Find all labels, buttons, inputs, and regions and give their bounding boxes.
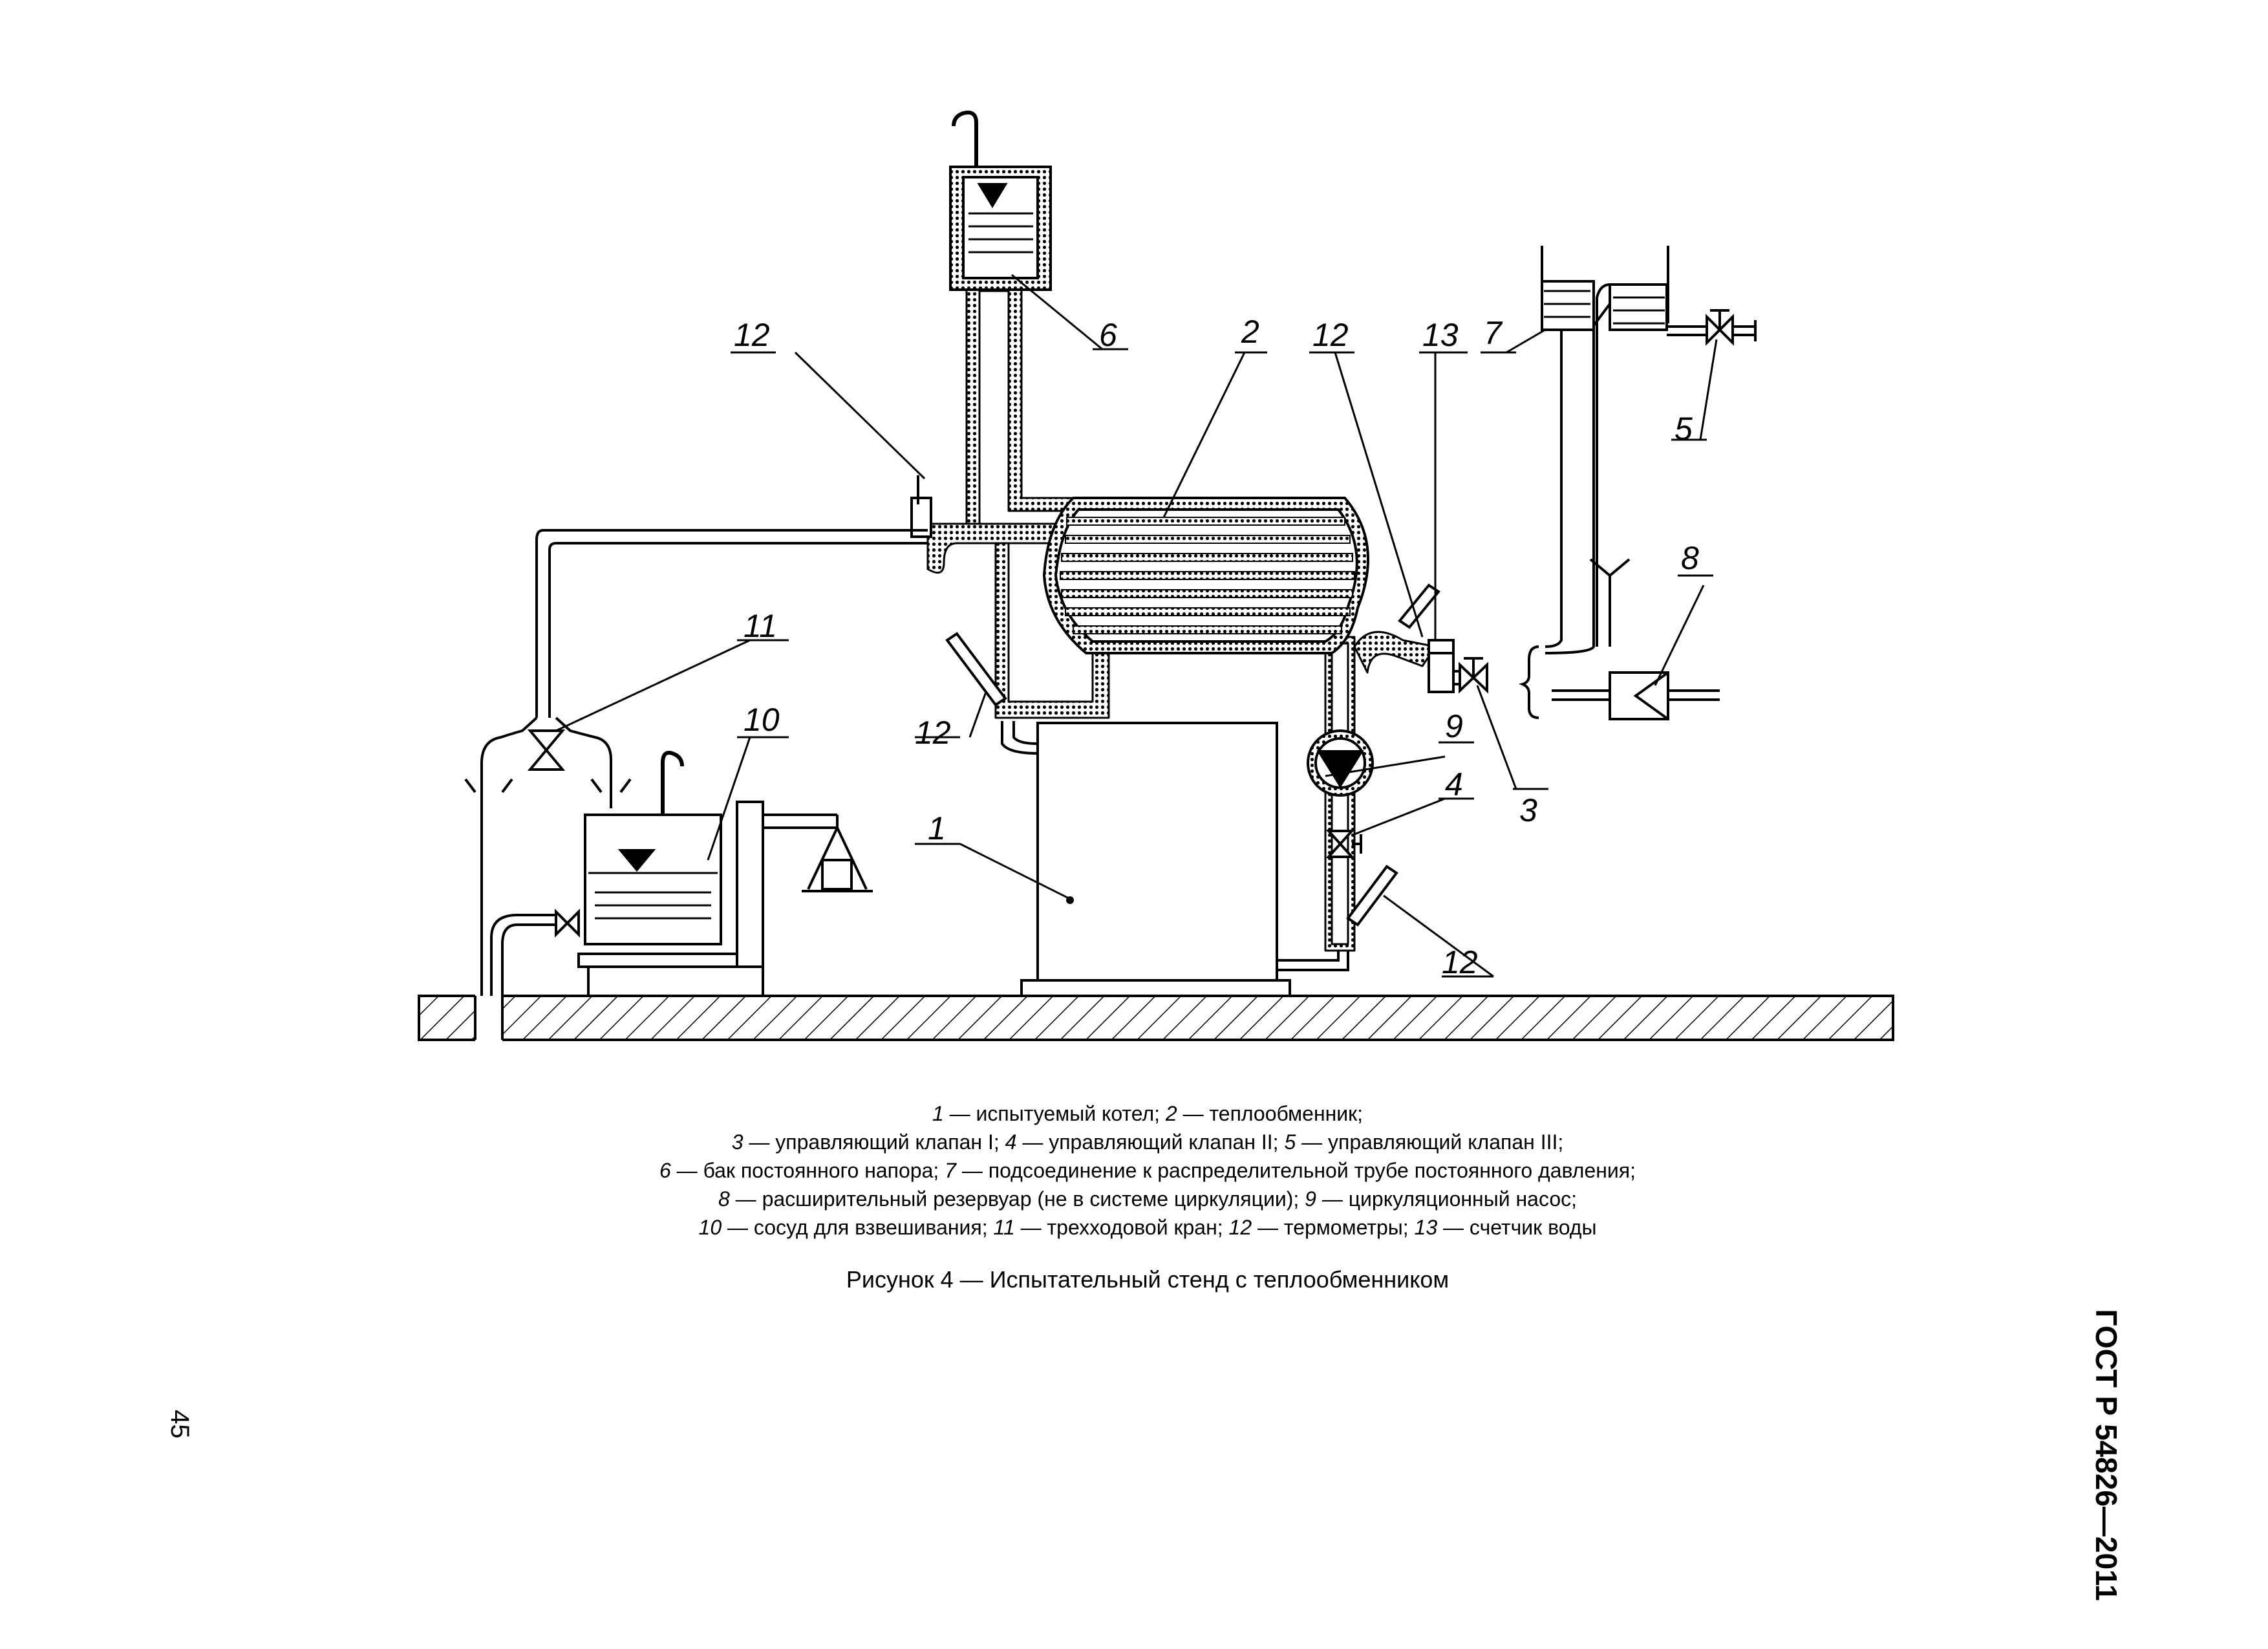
heat-exchanger (1042, 497, 1369, 654)
callout-5: 5 (1674, 411, 1693, 447)
callout-2: 2 (1241, 314, 1259, 350)
legend-text: — термометры; (1252, 1216, 1415, 1239)
weighing-vessel (577, 751, 837, 997)
legend-number: 5 (1284, 1130, 1296, 1154)
callout-6: 6 (1099, 317, 1117, 353)
leader-lines (555, 274, 1718, 978)
callout-10: 10 (744, 702, 780, 738)
legend-text: — бак постоянного напора; (670, 1159, 945, 1182)
legend-number: 11 (993, 1216, 1015, 1239)
legend-number: 2 (1165, 1102, 1177, 1125)
legend-text: — теплообменник; (1177, 1102, 1364, 1125)
left-plumbing (464, 529, 928, 996)
legend-text: — управляющий клапан III; (1296, 1130, 1564, 1154)
legend-text: — трехходовой кран; (1014, 1216, 1229, 1239)
callout-1: 1 (928, 810, 946, 846)
thermometers (910, 475, 1440, 927)
drain-line (490, 909, 580, 996)
legend-text: — подсоединение к распределительной труб… (956, 1159, 1636, 1182)
callout-12-top-right: 12 (1312, 317, 1349, 353)
tested-boiler (1020, 722, 1291, 997)
callout-labels: 1 2 3 4 5 6 7 8 9 10 11 13 12 12 12 12 (734, 314, 1699, 980)
figure-title: Рисунок 4 — Испытательный стенд с теплоо… (846, 1266, 1450, 1293)
legend-number: 1 (932, 1102, 944, 1125)
return-pipes (1001, 721, 1349, 971)
expansion-tank (1518, 645, 1720, 720)
standard-code: ГОСТ Р 54826—2011 (2090, 1309, 2123, 1601)
callout-3: 3 (1519, 792, 1537, 828)
figure-legend: 1 — испытуемый котел; 2 — теплообменник;… (388, 1099, 1907, 1242)
callout-8: 8 (1681, 540, 1699, 576)
legend-line-1: 1 — испытуемый котел; 2 — теплообменник; (388, 1099, 1907, 1128)
control-valve-ii (1325, 830, 1362, 858)
callout-4: 4 (1445, 766, 1463, 803)
legend-text: — управляющий клапан II; (1016, 1130, 1285, 1154)
callout-12-top-left: 12 (734, 317, 770, 353)
legend-line-3: 6 — бак постоянного напора; 7 — подсоеди… (388, 1156, 1907, 1185)
scale-pan (802, 815, 873, 892)
callout-underlines (731, 348, 1713, 978)
legend-number: 12 (1228, 1216, 1252, 1239)
floor (418, 993, 1894, 1042)
legend-text: — циркуляционный насос; (1316, 1187, 1577, 1211)
page-number: 45 (166, 1410, 194, 1439)
callout-7: 7 (1484, 315, 1503, 351)
legend-number: 10 (698, 1216, 722, 1239)
legend-line-5: 10 — сосуд для взвешивания; 11 — трехход… (388, 1213, 1907, 1242)
legend-text: — сосуд для взвешивания; (722, 1216, 994, 1239)
callout-12-boiler: 12 (915, 715, 951, 751)
circulating-pump (1307, 729, 1374, 797)
legend-line-4: 8 — расширительный резервуар (не в систе… (388, 1185, 1907, 1213)
legend-number: 3 (731, 1130, 744, 1154)
legend-number: 13 (1414, 1216, 1438, 1239)
legend-number: 9 (1305, 1187, 1316, 1211)
water-meter (1428, 639, 1455, 693)
legend-number: 4 (1005, 1130, 1017, 1154)
legend-text: — расширительный резервуар (не в системе… (729, 1187, 1305, 1211)
legend-number: 7 (945, 1159, 956, 1182)
distribution-pipe-connection (1541, 246, 1713, 654)
three-way-valve (527, 729, 566, 771)
callout-13: 13 (1422, 317, 1459, 353)
callout-9: 9 (1445, 708, 1463, 744)
legend-text: — управляющий клапан I; (743, 1130, 1005, 1154)
legend-line-2: 3 — управляющий клапан I; 4 — управляющи… (388, 1128, 1907, 1156)
callout-12-bottom-right: 12 (1442, 944, 1478, 980)
legend-number: 6 (659, 1159, 671, 1182)
test-stand-diagram: 1 2 3 4 5 6 7 8 9 10 11 13 12 12 12 12 (418, 111, 1894, 1042)
legend-text: — счетчик воды (1437, 1216, 1597, 1239)
control-valve-iii (1706, 309, 1757, 346)
legend-text: — испытуемый котел; (943, 1102, 1166, 1125)
legend-number: 8 (718, 1187, 730, 1211)
callout-11: 11 (744, 608, 777, 644)
control-valve-i (1453, 657, 1488, 694)
constant-head-tank (949, 111, 1052, 291)
